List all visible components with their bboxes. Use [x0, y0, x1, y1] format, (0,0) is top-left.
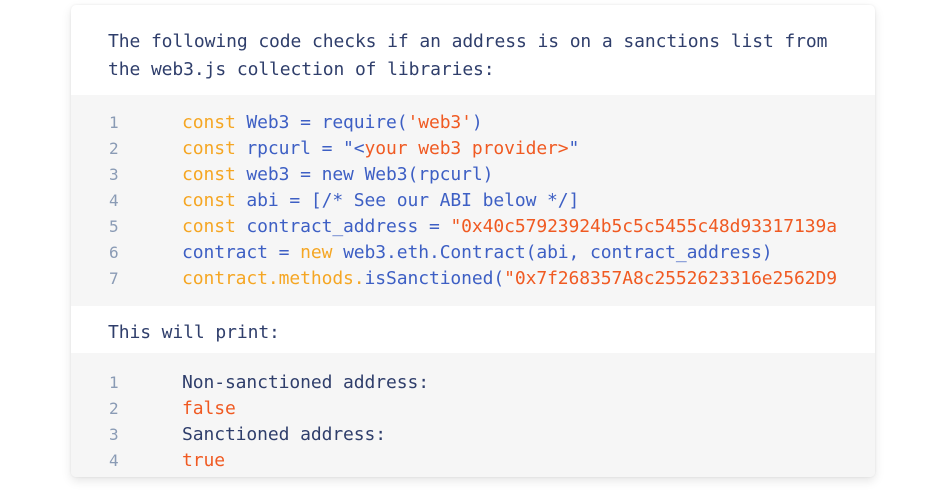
documentation-card: The following code checks if an address …	[71, 5, 875, 477]
output-line: 2 false	[71, 396, 875, 422]
code-line: 1 const Web3 = require('web3')	[71, 110, 875, 136]
line-number: 3	[109, 165, 119, 184]
code-text: contract = new web3.eth.Contract(abi, co…	[182, 240, 773, 266]
line-number: 2	[109, 399, 119, 418]
line-number: 6	[109, 243, 119, 262]
line-number: 1	[109, 113, 119, 132]
token: isSanctioned(	[364, 268, 505, 289]
token: Non-sanctioned address:	[182, 372, 429, 393]
token: "0x40c57923924b5c5c5455c48d93317139a	[450, 216, 837, 237]
token: your web3 provider>	[364, 138, 569, 159]
line-number: 4	[109, 451, 119, 470]
token: Web3 = require(	[246, 112, 408, 133]
code-line: 7 contract.methods.isSanctioned("0x7f2683…	[71, 266, 875, 292]
code-line: 4 const abi = [/* See our ABI below */]	[71, 188, 875, 214]
token: )	[471, 112, 483, 133]
code-line: 3 const web3 = new Web3(rpcurl)	[71, 162, 875, 188]
token: contract.methods.	[182, 268, 365, 289]
token: web3 = new Web3(rpcurl)	[246, 164, 494, 185]
code-text: const web3 = new Web3(rpcurl)	[182, 162, 493, 188]
code-line: 6 contract = new web3.eth.Contract(abi, c…	[71, 240, 875, 266]
token: "	[568, 138, 580, 159]
output-label: This will print:	[108, 322, 280, 343]
output-block[interactable]: 1 Non-sanctioned address: 2 false 3 Sanctione…	[71, 353, 875, 477]
output-line: 4 true	[71, 448, 875, 474]
output-text: true	[182, 448, 225, 474]
token: web3.eth.Contract(abi, contract_address)	[343, 242, 773, 263]
token: contract_address =	[246, 216, 451, 237]
token: contract =	[182, 242, 301, 263]
code-text: const abi = [/* See our ABI below */]	[182, 188, 579, 214]
token: rpcurl = "<	[246, 138, 365, 159]
token: true	[182, 450, 225, 471]
line-number: 7	[109, 269, 119, 288]
line-number: 5	[109, 217, 119, 236]
token: abi = [/* See our ABI below */]	[246, 190, 580, 211]
line-number: 2	[109, 139, 119, 158]
token: const	[182, 190, 247, 211]
output-text: Non-sanctioned address:	[182, 370, 429, 396]
code-line: 2 const rpcurl = "<your web3 provider>"	[71, 136, 875, 162]
token: const	[182, 112, 247, 133]
code-block[interactable]: 1 const Web3 = require('web3') 2 const rpcu…	[71, 95, 875, 306]
output-text: false	[182, 396, 236, 422]
intro-text-line-2: the web3.js collection of libraries:	[108, 59, 495, 80]
line-number: 3	[109, 425, 119, 444]
code-text: const Web3 = require('web3')	[182, 110, 483, 136]
line-number: 4	[109, 191, 119, 210]
token: new	[300, 242, 344, 263]
code-text: const contract_address = "0x40c57923924b…	[182, 214, 837, 240]
token: const	[182, 164, 247, 185]
output-line: 3 Sanctioned address:	[71, 422, 875, 448]
code-line: 5 const contract_address = "0x40c57923924…	[71, 214, 875, 240]
token: Sanctioned address:	[182, 424, 387, 445]
token: "0x7f268357A8c2552623316e2562D9	[504, 268, 837, 289]
line-number: 1	[109, 373, 119, 392]
token: 'web3'	[407, 112, 472, 133]
code-text: const rpcurl = "<your web3 provider>"	[182, 136, 579, 162]
output-text: Sanctioned address:	[182, 422, 386, 448]
token: const	[182, 216, 247, 237]
intro-text-line-1: The following code checks if an address …	[108, 31, 828, 52]
token: const	[182, 138, 247, 159]
code-text: contract.methods.isSanctioned("0x7f26835…	[182, 266, 837, 292]
output-line: 1 Non-sanctioned address:	[71, 370, 875, 396]
token: false	[182, 398, 236, 419]
